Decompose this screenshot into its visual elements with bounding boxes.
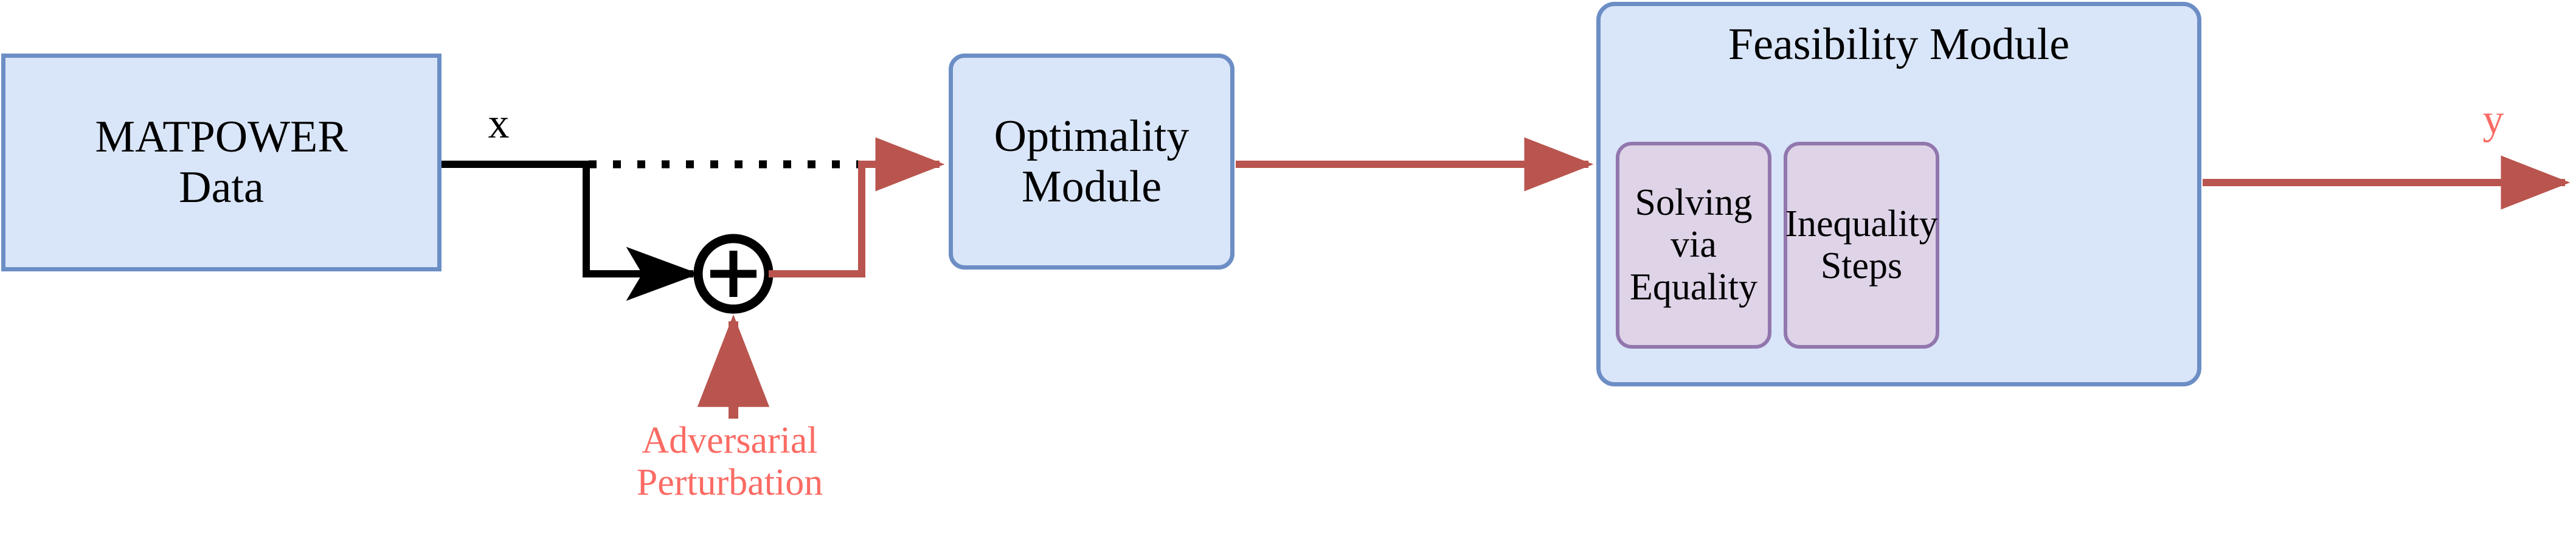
matpower-data-label-line1: MATPOWER	[95, 112, 348, 162]
inequality-steps-subblock[interactable]: Inequality Steps	[1784, 142, 1939, 349]
sum-operator-plus-glyph	[710, 251, 757, 297]
input-signal-label: x	[488, 100, 510, 147]
matpower-data-block[interactable]: MATPOWER Data	[1, 54, 441, 271]
matpower-data-label-line2: Data	[179, 162, 264, 212]
connector-junction-to-sum	[583, 163, 699, 301]
inequality-steps-label-line1: Inequality	[1785, 203, 1938, 245]
adversarial-perturbation-label: Adversarial Perturbation	[636, 420, 823, 504]
optimality-module-label-line1: Optimality	[994, 111, 1189, 161]
optimality-module-block[interactable]: Optimality Module	[949, 54, 1234, 270]
connector-sum-to-optimality	[769, 137, 945, 277]
solving-via-equality-label-line1: Solving via	[1635, 181, 1753, 266]
output-signal-label: y	[2482, 96, 2504, 143]
feasibility-module-title: Feasibility Module	[1728, 19, 2070, 69]
solving-via-equality-subblock[interactable]: Solving via Equality	[1616, 142, 1771, 349]
solving-via-equality-label-line2: Equality	[1629, 266, 1758, 308]
optimality-module-label-line2: Module	[1021, 161, 1162, 212]
inequality-steps-label-line2: Steps	[1820, 245, 1903, 287]
